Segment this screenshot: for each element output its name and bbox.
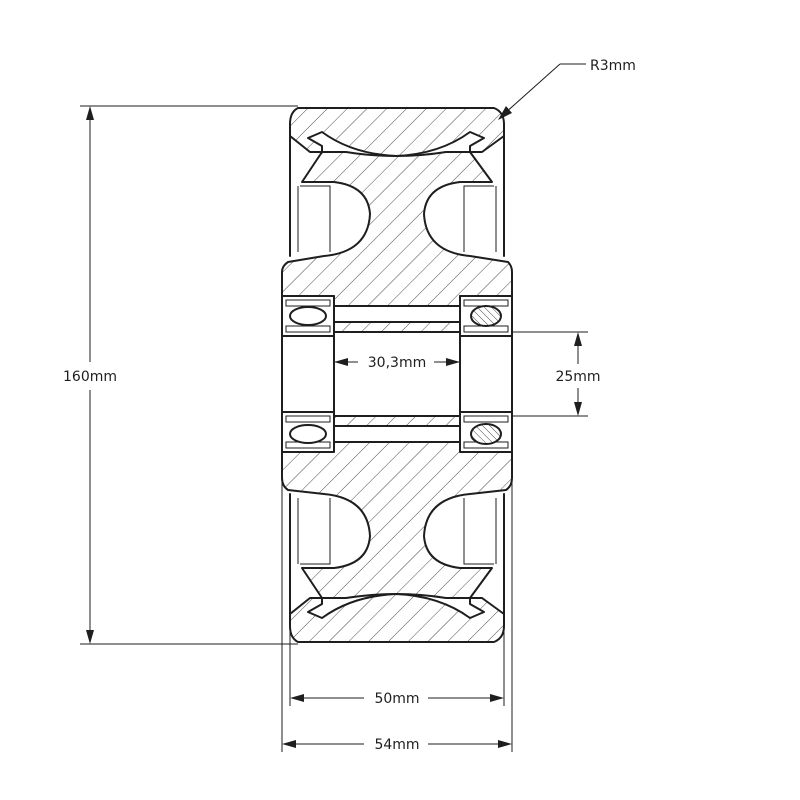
- tyre-section-top: [289, 107, 505, 157]
- radius-label: R3mm: [590, 58, 636, 74]
- dimension-tread-width: 50mm: [289, 614, 505, 707]
- dimension-hub-width: 54mm: [281, 478, 513, 753]
- hub-section-bottom: [281, 441, 513, 599]
- tread-label: 50mm: [374, 691, 419, 707]
- bore-label: 25mm: [555, 369, 600, 385]
- spacer-label: 30,3mm: [368, 355, 426, 371]
- dimension-bore-diameter: 25mm: [512, 331, 601, 417]
- diameter-label: 160mm: [63, 369, 117, 385]
- spacer-tube-top: [333, 305, 461, 333]
- bearing-top-right: [459, 295, 513, 337]
- spacer-tube-bottom: [333, 415, 461, 443]
- hub-section-top: [281, 151, 513, 307]
- dimension-overall-diameter: 160mm: [63, 105, 298, 645]
- dimension-spacer-length: 30,3mm: [334, 355, 460, 371]
- hub-label: 54mm: [374, 737, 419, 753]
- bearing-bottom-right: [459, 411, 513, 453]
- tyre-section-bottom: [289, 593, 505, 643]
- rim-bottom: [289, 493, 505, 615]
- bore: [281, 331, 513, 417]
- rim-top: [289, 135, 505, 257]
- dimension-edge-radius: R3mm: [498, 58, 636, 120]
- bearing-top-left: [281, 295, 335, 337]
- bearing-bottom-left: [281, 411, 335, 453]
